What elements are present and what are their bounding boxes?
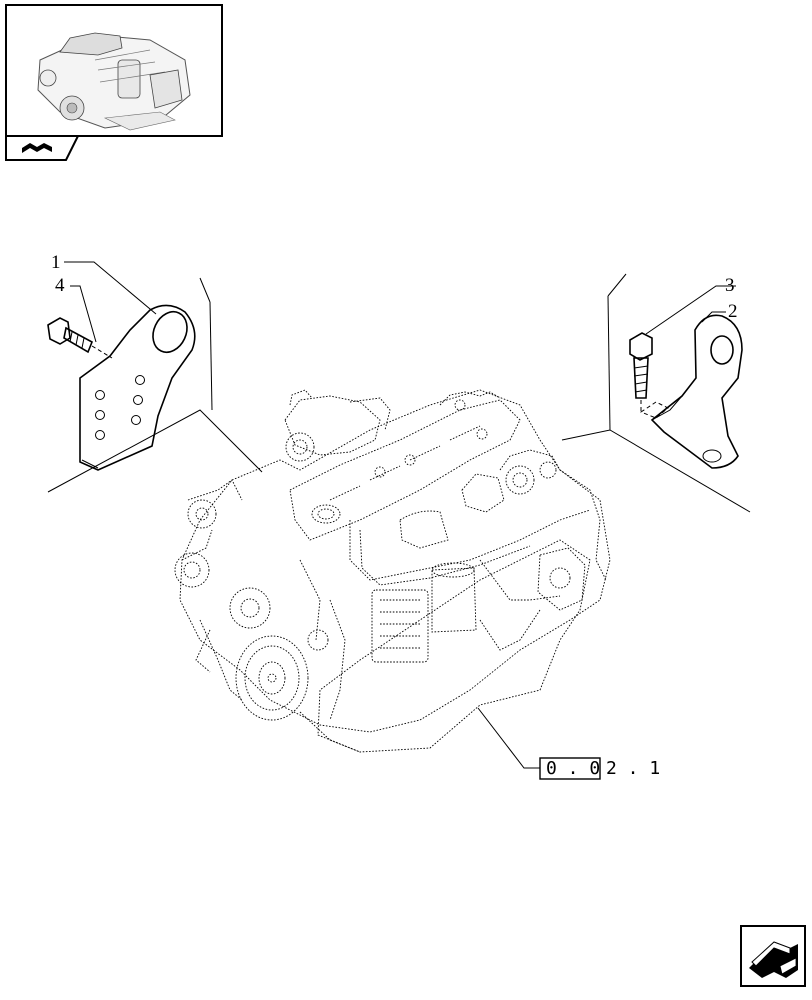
callout-2[interactable]: 2 [728, 301, 738, 322]
engine-thumbnail-icon [37, 32, 191, 131]
engine-assembly [174, 389, 611, 753]
callout-1[interactable]: 1 [51, 252, 61, 273]
reference-rest-text: 2 . 1 [606, 758, 660, 779]
callout-leaders [64, 261, 736, 343]
thumbnail-panel[interactable] [5, 4, 223, 161]
reference-boxed-text: 0 . 0 [546, 758, 600, 779]
lifting-bracket-1[interactable] [79, 304, 196, 471]
next-page-arrow-icon[interactable] [740, 925, 806, 987]
screw-4[interactable] [47, 317, 113, 359]
open-book-icon[interactable] [5, 135, 80, 161]
right-detail-group [561, 273, 751, 513]
screw-3[interactable] [629, 332, 669, 419]
lifting-bracket-2[interactable] [650, 314, 743, 469]
callout-4[interactable]: 4 [55, 275, 65, 296]
callout-3[interactable]: 3 [725, 275, 735, 296]
reference-callout[interactable]: 0 . 0 2 . 1 [477, 707, 660, 780]
left-detail-group [47, 277, 263, 493]
